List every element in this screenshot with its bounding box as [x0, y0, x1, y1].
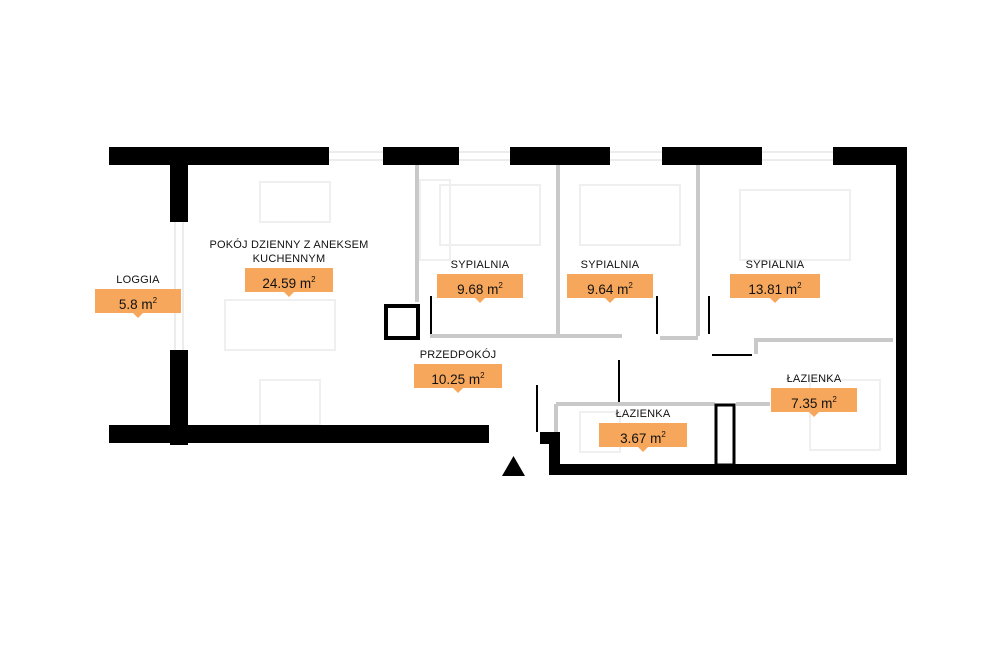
- area-unit: m: [487, 282, 499, 297]
- room-bedroom-3: SYPIALNIA 13.81 m2: [726, 258, 824, 303]
- area-value: 9.68: [457, 282, 484, 297]
- room-bathroom-1: ŁAZIENKA 3.67 m2: [595, 407, 691, 452]
- area-unit: m: [785, 282, 798, 297]
- room-name: POKÓJ DZIENNY Z ANEKSEM KUCHENNYM: [209, 239, 369, 265]
- area-unit: m: [468, 372, 481, 387]
- room-bedroom-2: SYPIALNIA 9.64 m2: [562, 258, 658, 303]
- door-jambs: [430, 296, 752, 432]
- room-name: SYPIALNIA: [745, 259, 805, 271]
- bathroom-cabinet: [714, 403, 736, 467]
- room-name: PRZEDPOKÓJ: [419, 349, 497, 361]
- area-value: 7.35: [791, 396, 818, 411]
- room-name: SYPIALNIA: [450, 259, 510, 271]
- room-name: SYPIALNIA: [580, 259, 640, 271]
- area-value: 3.67: [620, 431, 647, 446]
- area-exponent: 2: [628, 281, 633, 290]
- room-loggia: LOGGIA 5.8 m2: [94, 273, 182, 318]
- area-value: 24.59: [262, 276, 297, 291]
- room-name: LOGGIA: [116, 274, 160, 286]
- area-value: 13.81: [748, 282, 783, 297]
- area-exponent: 2: [498, 281, 503, 290]
- area-badge: 7.35 m2: [771, 388, 857, 417]
- area-value: 5.8: [118, 297, 138, 312]
- area-value: 10.25: [431, 372, 466, 387]
- area-unit: m: [617, 282, 629, 297]
- area-badge: 10.25 m2: [414, 364, 502, 393]
- area-exponent: 2: [661, 430, 666, 439]
- area-badge: 3.67 m2: [599, 423, 687, 452]
- room-bathroom-2: ŁAZIENKA 7.35 m2: [766, 372, 862, 417]
- room-living: POKÓJ DZIENNY Z ANEKSEM KUCHENNYM 24.59 …: [200, 238, 378, 297]
- area-exponent: 2: [311, 275, 316, 284]
- windows: [174, 151, 833, 350]
- area-unit: m: [650, 431, 662, 446]
- room-name: ŁAZIENKA: [615, 408, 671, 420]
- area-exponent: 2: [832, 395, 837, 404]
- area-unit: m: [141, 297, 153, 312]
- area-exponent: 2: [797, 281, 802, 290]
- room-name: ŁAZIENKA: [786, 373, 842, 385]
- room-bedroom-1: SYPIALNIA 9.68 m2: [432, 258, 528, 303]
- area-badge: 24.59 m2: [245, 268, 333, 297]
- area-value: 9.64: [587, 282, 614, 297]
- area-exponent: 2: [152, 296, 158, 305]
- entrance-arrow-icon: [502, 456, 525, 476]
- room-hall: PRZEDPOKÓJ 10.25 m2: [408, 348, 508, 393]
- exterior-walls: [109, 147, 907, 475]
- ventilation-shaft: [384, 304, 420, 340]
- area-badge: 5.8 m2: [95, 289, 181, 318]
- area-exponent: 2: [480, 371, 485, 380]
- area-badge: 13.81 m2: [730, 274, 820, 303]
- area-badge: 9.64 m2: [567, 274, 653, 303]
- area-unit: m: [821, 396, 833, 411]
- area-badge: 9.68 m2: [437, 274, 523, 303]
- area-unit: m: [299, 276, 312, 291]
